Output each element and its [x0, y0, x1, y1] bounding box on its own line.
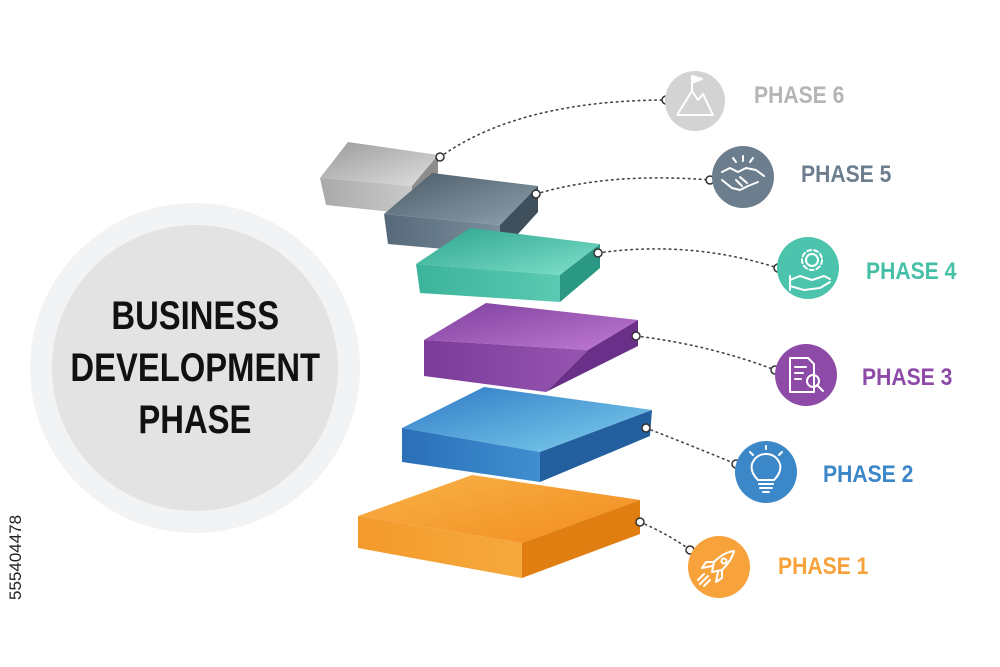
- phase-4-label: PHASE 4: [866, 258, 957, 285]
- title-circle: BUSINESS DEVELOPMENT PHASE: [52, 225, 338, 511]
- document-search-icon: [775, 344, 837, 406]
- phase-2-label: PHASE 2: [823, 461, 914, 488]
- connector-dot-5: [531, 189, 541, 199]
- mountain-flag-icon: [665, 71, 725, 131]
- connector-dot-1: [635, 517, 645, 527]
- phase-1-label: PHASE 1: [778, 553, 869, 580]
- phase-5-label: PHASE 5: [801, 161, 892, 188]
- step-block-3: [424, 303, 638, 392]
- connector-dot-2: [641, 423, 651, 433]
- connector-dot-4: [593, 248, 603, 258]
- connector-phase-4: [597, 248, 779, 269]
- title-line-2: DEVELOPMENT: [70, 346, 320, 390]
- connector-dot-6: [435, 152, 445, 162]
- connector-phase-2: [645, 427, 737, 465]
- handshake-icon: [712, 146, 774, 208]
- gear-hand-icon: [777, 237, 839, 299]
- connector-phase-5: [535, 177, 711, 195]
- step-block-2: [402, 387, 652, 482]
- connector-phase-6: [439, 99, 669, 158]
- title-line-1: BUSINESS: [111, 294, 279, 338]
- lightbulb-icon: [735, 441, 797, 503]
- step-block-6: [320, 142, 438, 214]
- connector-dot-3: [631, 331, 641, 341]
- step-block-4: [416, 228, 600, 302]
- connector-phase-1: [639, 521, 691, 551]
- title-line-3: PHASE: [138, 398, 252, 442]
- phase-3-label: PHASE 3: [862, 364, 953, 391]
- phase-6-label: PHASE 6: [754, 82, 845, 109]
- rocket-icon: [688, 536, 750, 598]
- connector-phase-3: [635, 335, 776, 371]
- step-block-1: [358, 475, 640, 578]
- step-block-5: [384, 173, 538, 254]
